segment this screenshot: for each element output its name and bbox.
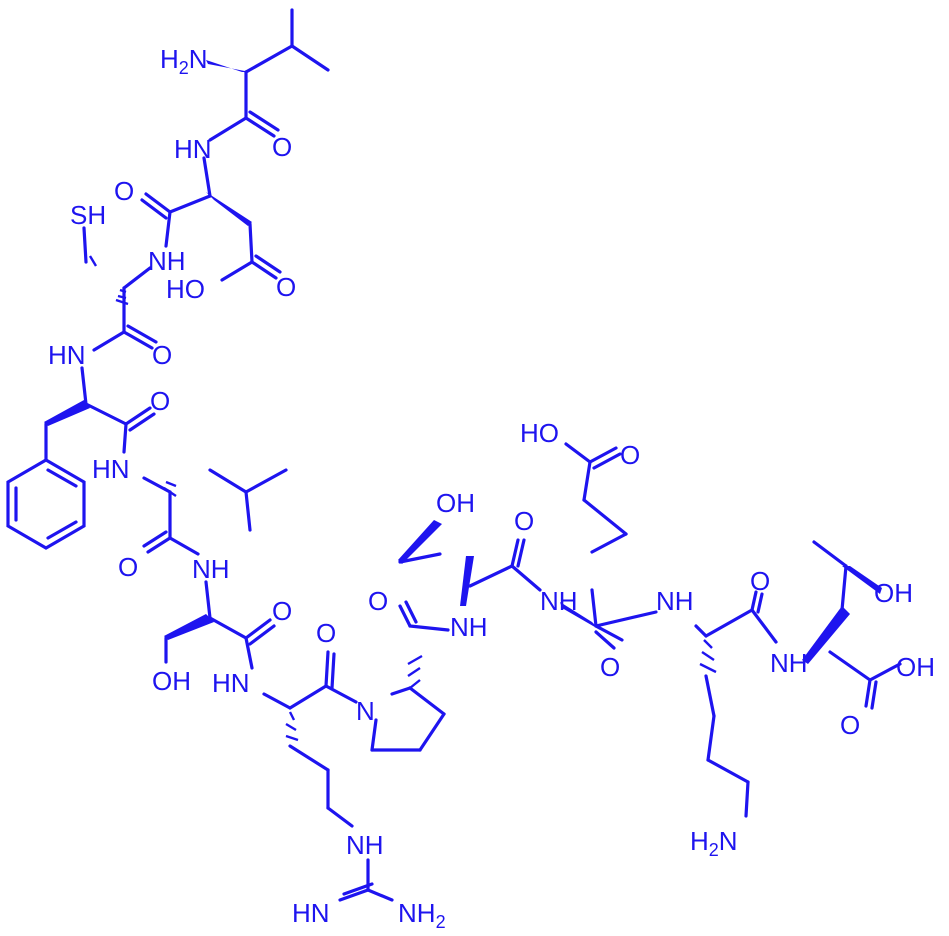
thr1-amide-nh-label: NH [450, 612, 488, 642]
arg-guanidine-imine-label: HN [292, 898, 330, 928]
phe-amide-nh-label: HN [48, 340, 86, 370]
asp-carbonyl-o-label: O [114, 176, 134, 206]
stereo-bonds [44, 60, 882, 742]
glu-carbonyl-o-label: O [600, 652, 620, 682]
val-amine-label: H2N [160, 44, 208, 78]
thr1-hydroxyl-label: OH [436, 488, 475, 518]
lys-amide-nh-label: NH [656, 586, 694, 616]
leu-amide-nh-label: HN [92, 454, 130, 484]
val-carbonyl-o-label: O [272, 132, 292, 162]
glu-amide-nh-label: NH [540, 586, 578, 616]
lys-amine-label: H2N [690, 826, 738, 860]
asp-acid-oh-label: HO [166, 274, 205, 304]
glu-acid-o-label: O [620, 440, 640, 470]
atom-labels: H2N HN O O SH NH HO O HN O O HN NH O O O… [48, 44, 935, 932]
thr2-acid-o-label: O [840, 710, 860, 740]
thr2-acid-oh-label: OH [896, 652, 935, 682]
lys-carbonyl-o-label: O [750, 566, 770, 596]
arg-carbonyl-o-label: O [316, 618, 336, 648]
ser-hydroxyl-label: OH [152, 666, 191, 696]
thr2-amide-nh-label: NH [770, 648, 808, 678]
asp-acid-o-label: O [276, 272, 296, 302]
val-amide-nh-label: HN [174, 134, 212, 164]
pro-carbonyl-o-label: O [368, 586, 388, 616]
ser-amide-nh-label: NH [192, 554, 230, 584]
cys-thiol-label: SH [70, 200, 106, 230]
bond-lines [6, 8, 902, 902]
arg-amide-nh-label: HN [212, 668, 250, 698]
cys-carbonyl-o-label: O [152, 340, 172, 370]
pro-ring-n-label: N [356, 696, 375, 726]
thr1-carbonyl-o-label: O [514, 506, 534, 536]
arg-guanidine-nh-label: NH [346, 830, 384, 860]
arg-guanidine-amine-label: NH2 [398, 898, 446, 932]
cys-amide-nh-label: NH [148, 246, 186, 276]
thr2-hydroxyl-label: OH [874, 578, 913, 608]
ser-carbonyl-o-label: O [272, 596, 292, 626]
phe-carbonyl-o-label: O [150, 386, 170, 416]
leu-carbonyl-o-label: O [118, 552, 138, 582]
glu-acid-oh-label: HO [520, 418, 559, 448]
